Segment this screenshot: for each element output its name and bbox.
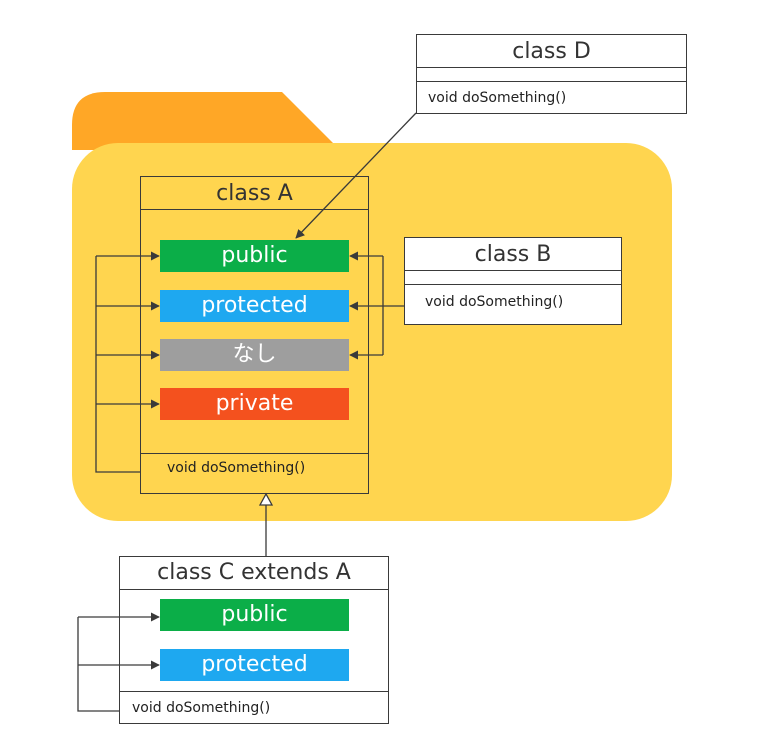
class-a-internal-bracket <box>95 256 140 473</box>
class-c-method: void doSomething() <box>132 700 271 716</box>
class-b-title: class B <box>474 242 552 267</box>
class-a-package-private: なし <box>160 339 349 371</box>
class-d-box: class D void doSomething() <box>416 34 687 114</box>
class-c-protected: protected <box>160 649 349 681</box>
class-d-method: void doSomething() <box>428 90 567 106</box>
class-b-divider-1 <box>405 270 621 271</box>
class-a-method: void doSomething() <box>167 460 306 476</box>
inheritance-triangle <box>258 492 274 506</box>
class-c-title: class C extends A <box>157 560 351 585</box>
class-b-divider-2 <box>405 284 621 285</box>
class-a-public: public <box>160 240 349 272</box>
class-a-private: private <box>160 388 349 420</box>
class-d-divider-1 <box>417 67 686 68</box>
class-b-box: class B void doSomething() <box>404 237 622 325</box>
class-d-title: class D <box>512 39 591 64</box>
class-b-method: void doSomething() <box>425 294 564 310</box>
class-a-box: class A void doSomething() <box>140 176 369 494</box>
class-c-public: public <box>160 599 349 631</box>
class-c-internal-bracket <box>77 617 119 712</box>
class-d-divider-2 <box>417 81 686 82</box>
class-a-title: class A <box>216 181 293 206</box>
class-a-divider-2 <box>141 453 368 454</box>
class-c-box: class C extends A void doSomething() <box>119 556 389 724</box>
class-c-divider-1 <box>120 589 388 590</box>
folder-tab <box>72 92 340 150</box>
class-c-divider-2 <box>120 691 388 692</box>
class-a-divider-1 <box>141 209 368 210</box>
class-a-protected: protected <box>160 290 349 322</box>
